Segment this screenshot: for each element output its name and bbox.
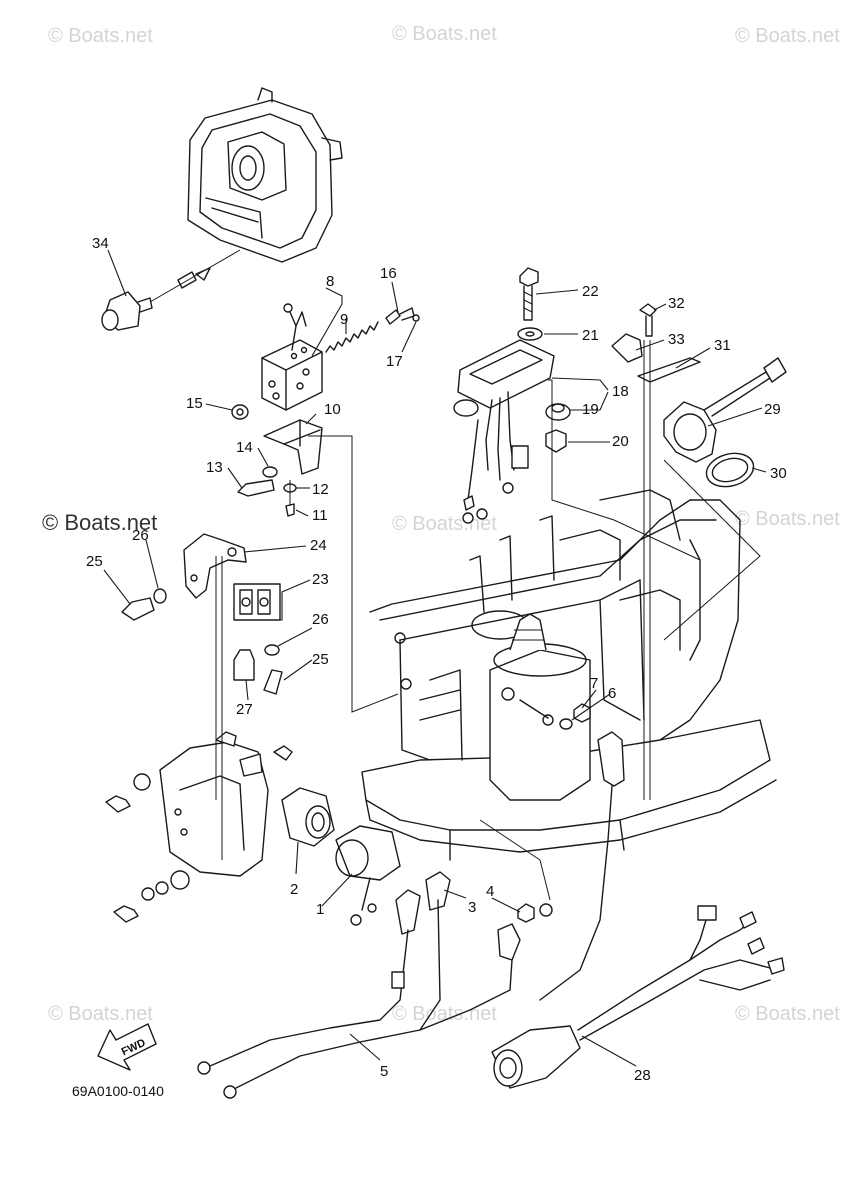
callout-17: 17 (386, 353, 403, 370)
watermark-mid-right: © Boats.net (735, 508, 840, 530)
callout-26a: 26 (132, 527, 149, 544)
callout-34: 34 (92, 235, 109, 252)
bolt-25-washer-26 (121, 588, 283, 695)
watermark-bottom-left: © Boats.net (48, 1003, 153, 1025)
callout-21: 21 (582, 327, 599, 344)
relay-2 (281, 787, 335, 847)
harness-28 (491, 905, 785, 1089)
callout-5: 5 (380, 1063, 388, 1080)
ignition-bracket (159, 731, 293, 877)
cover-assembly (149, 87, 343, 303)
cable-28 (539, 731, 625, 1001)
callout-22: 22 (582, 283, 599, 300)
callout-7: 7 (590, 675, 598, 692)
grommet-15 (231, 404, 249, 420)
watermark-bottom-right: © Boats.net (735, 1003, 840, 1025)
callout-10: 10 (324, 401, 341, 418)
relay-23 (233, 583, 281, 621)
cables-5 (197, 899, 513, 1099)
callout-26b: 26 (312, 611, 329, 628)
fwd-arrow-icon: FWD (97, 1023, 157, 1071)
callout-16: 16 (380, 265, 397, 282)
callout-32: 32 (668, 295, 685, 312)
callout-4: 4 (486, 883, 494, 900)
bolt-22 (519, 267, 539, 321)
bolt-32-bracket-33-31 (611, 303, 701, 383)
callout-25b: 25 (312, 651, 329, 668)
leader-lines (103, 249, 767, 1067)
diagram-code: 69A0100-0140 (72, 1083, 164, 1099)
callout-9: 9 (340, 311, 348, 328)
callout-20: 20 (612, 433, 629, 450)
callout-27: 27 (236, 701, 253, 718)
watermark-top-left: © Boats.net (48, 25, 153, 47)
caps-3 (395, 871, 521, 961)
guide-lines (215, 340, 761, 901)
terminal-4 (517, 903, 553, 923)
callout-33: 33 (668, 331, 685, 348)
callout-30: 30 (770, 465, 787, 482)
callout-23: 23 (312, 571, 329, 588)
callout-28: 28 (634, 1067, 651, 1084)
callout-6: 6 (608, 685, 616, 702)
callout-31: 31 (714, 337, 731, 354)
spring-9 (325, 321, 379, 353)
callout-25a: 25 (86, 553, 103, 570)
callout-24: 24 (310, 537, 327, 554)
callout-12: 12 (312, 481, 329, 498)
washer-21 (517, 327, 543, 341)
fuse-27 (233, 649, 255, 681)
grommet-19-collar-20 (545, 403, 571, 453)
watermark-top-right: © Boats.net (735, 25, 840, 47)
callout-18: 18 (612, 383, 629, 400)
screw-16 (385, 307, 420, 325)
callout-29: 29 (764, 401, 781, 418)
callout-8: 8 (326, 273, 334, 290)
bracket-10 (263, 419, 323, 475)
rectifier-18 (453, 339, 555, 524)
callouts: 34 8 9 16 17 10 15 14 13 12 11 24 26 25 … (86, 235, 787, 1084)
callout-2: 2 (290, 881, 298, 898)
engine-block (369, 489, 741, 761)
callout-19: 19 (582, 401, 599, 418)
watermark-bottom-center: © Boats.net (392, 1003, 497, 1025)
callout-3: 3 (468, 899, 476, 916)
bolts-left (105, 773, 190, 923)
callout-14: 14 (236, 439, 253, 456)
starter-motor (489, 613, 591, 801)
watermark-top-center: © Boats.net (392, 23, 497, 45)
callout-13: 13 (206, 459, 223, 476)
grommet-29-oring-30 (663, 357, 787, 488)
bolt-13-washer-14 (237, 466, 297, 517)
starter-relay-1 (335, 825, 401, 926)
callout-15: 15 (186, 395, 203, 412)
watermark-main: © Boats.net (42, 510, 157, 535)
callout-11: 11 (312, 507, 328, 524)
relay-block (261, 303, 323, 411)
callout-1: 1 (316, 901, 324, 918)
connector-34 (101, 267, 211, 331)
bracket-24 (183, 533, 247, 599)
watermarks: © Boats.net © Boats.net © Boats.net © Bo… (42, 23, 840, 1025)
